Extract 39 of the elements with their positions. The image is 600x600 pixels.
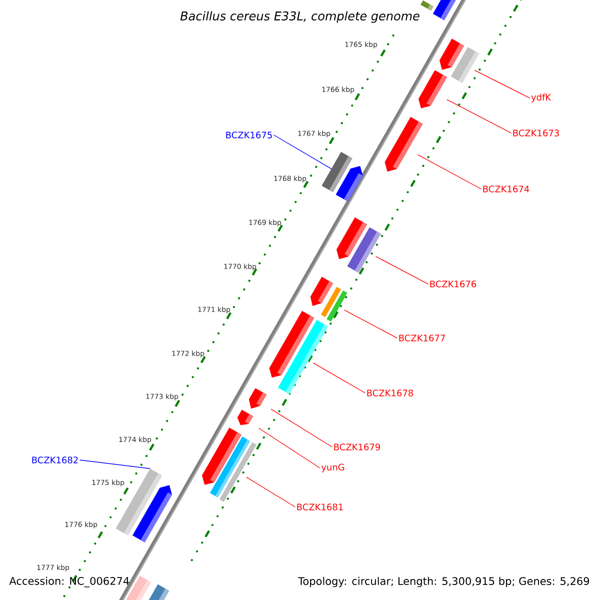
gene-label: BCZK1682 [32, 456, 78, 464]
leader-line [375, 256, 429, 284]
gene-block [336, 166, 363, 202]
footer-text: Accession: NC_006274 [9, 576, 130, 588]
gene-label: BCZK1674 [483, 186, 530, 192]
gene-block [278, 320, 328, 394]
leader-line [79, 460, 150, 469]
leader-line [258, 428, 320, 468]
gene-block [248, 388, 267, 409]
leader-line [474, 70, 530, 98]
gene-block [132, 485, 172, 542]
gene-block [237, 410, 254, 426]
gene-label: BCZK1678 [367, 390, 414, 396]
gene-block [347, 227, 381, 273]
gene-label: BCZK1675 [226, 132, 272, 138]
leader-line [446, 99, 512, 134]
leader-line [344, 310, 398, 338]
gene-block [432, 0, 456, 20]
leader-line [270, 408, 333, 448]
gene-label: BCZK1681 [297, 504, 343, 510]
gene-label: BCZK1676 [430, 280, 476, 288]
leader-line [312, 362, 366, 394]
gene-block [418, 70, 448, 108]
gene-block [326, 290, 348, 322]
gene-label: BCZK1673 [513, 130, 559, 136]
gene-label: BCZK1677 [399, 334, 445, 342]
leader-line [273, 134, 332, 170]
gene-block [420, 0, 434, 11]
title: Bacillus cereus E33L, complete genome [180, 11, 420, 23]
gene-label: BCZK1679 [334, 444, 380, 450]
gene-label: ydfK [531, 94, 552, 102]
footer-text: Topology: circular; Length: 5,300,915 bp; Genes: 5,269 [298, 576, 590, 588]
gene-block [219, 442, 257, 502]
gene-block [320, 286, 342, 318]
gene-label: yunG [321, 464, 344, 472]
gene-block [146, 584, 170, 600]
gene-block [384, 116, 423, 172]
leader-line [246, 476, 296, 508]
gene-block [450, 47, 480, 83]
